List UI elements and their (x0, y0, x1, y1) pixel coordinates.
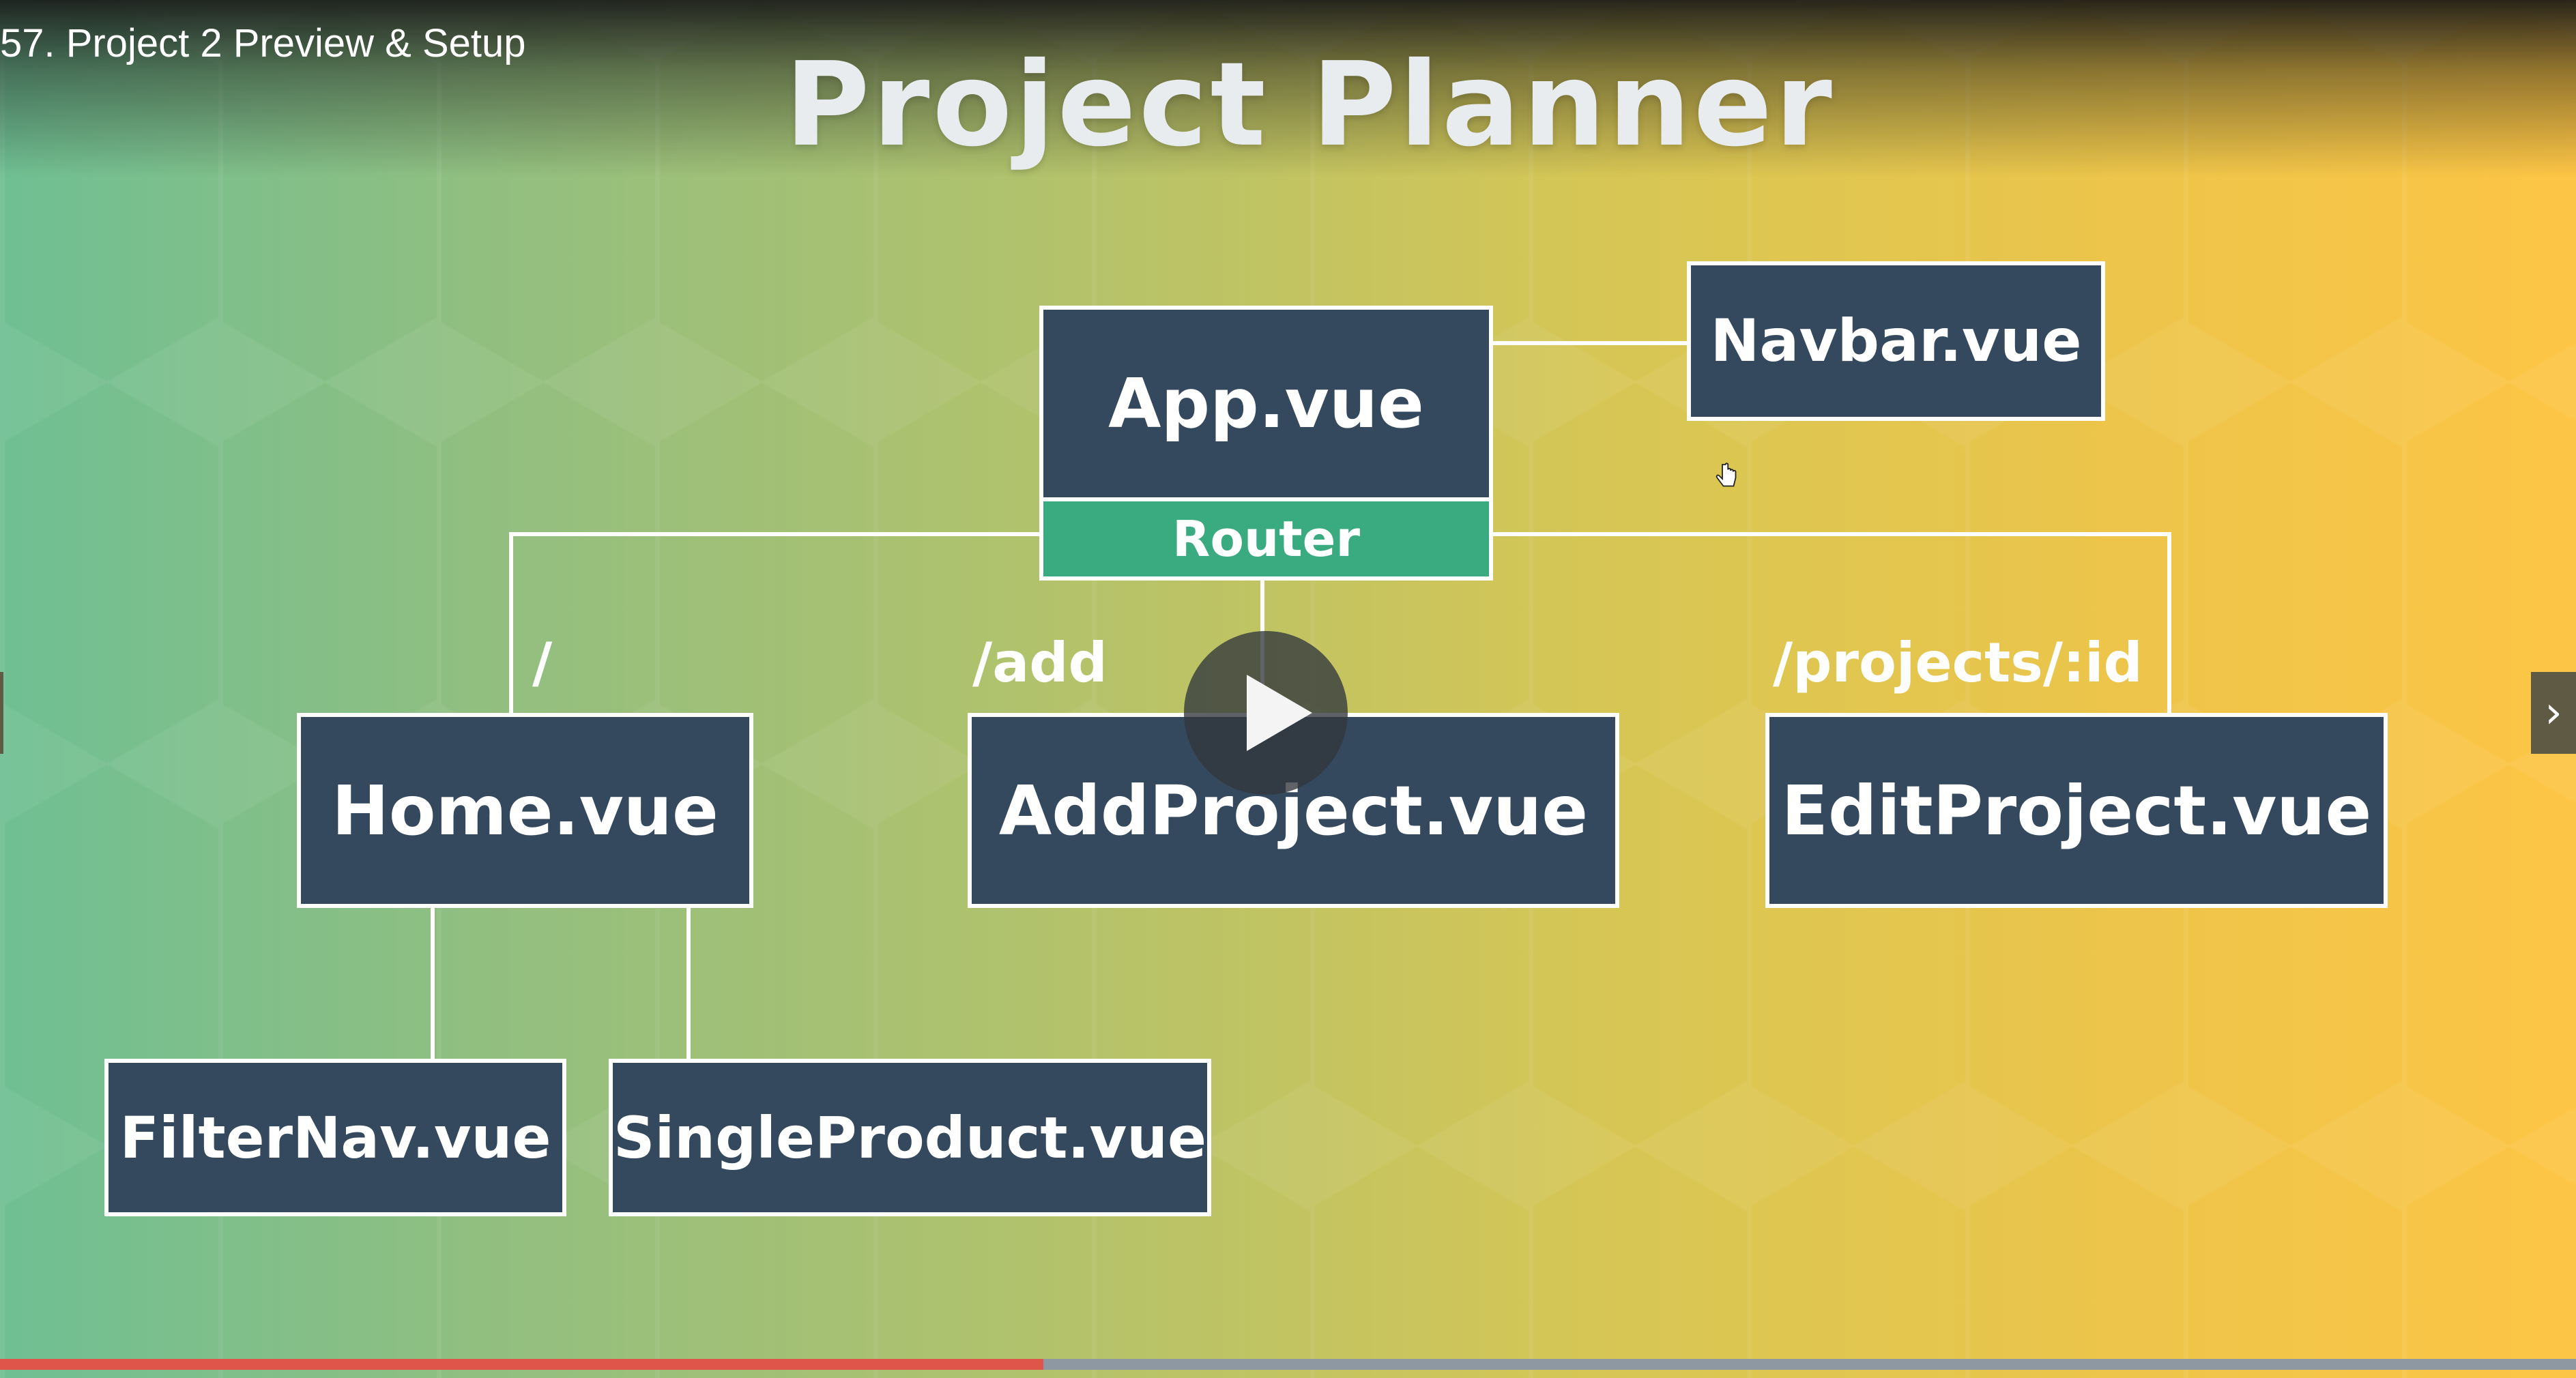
next-lecture-button[interactable]: › (2531, 672, 2576, 754)
route-label-home: / (532, 631, 553, 694)
top-overlay (0, 0, 2576, 177)
singleproduct-vue-box: SingleProduct.vue (609, 1059, 1211, 1216)
chevron-right-icon: › (2545, 688, 2562, 738)
connector-app-navbar (1491, 341, 1689, 345)
addproject-vue-box: AddProject.vue (968, 713, 1619, 908)
home-vue-label: Home.vue (332, 770, 719, 851)
app-vue-box: App.vue (1039, 306, 1493, 501)
home-vue-box: Home.vue (297, 713, 753, 908)
app-vue-label: App.vue (1108, 364, 1424, 443)
video-progress-played (0, 1359, 1043, 1370)
router-box: Router (1039, 497, 1493, 581)
editproject-vue-box: EditProject.vue (1765, 713, 2388, 908)
filternav-vue-label: FilterNav.vue (119, 1104, 551, 1171)
connector-to-home (509, 532, 513, 716)
lecture-title: 57. Project 2 Preview & Setup (0, 21, 526, 65)
play-icon (1247, 675, 1312, 751)
singleproduct-vue-label: SingleProduct.vue (613, 1104, 1206, 1171)
previous-lecture-tab[interactable] (0, 672, 3, 754)
route-label-edit: /projects/:id (1773, 631, 2143, 694)
editproject-vue-label: EditProject.vue (1781, 770, 2372, 851)
route-label-add: /add (972, 631, 1108, 694)
connector-to-edit (2167, 532, 2171, 716)
hand-cursor-icon (1716, 463, 1737, 487)
connector-home-filternav (431, 904, 435, 1064)
navbar-vue-label: Navbar.vue (1710, 307, 2082, 375)
navbar-vue-box: Navbar.vue (1687, 261, 2105, 421)
router-label: Router (1172, 510, 1360, 568)
connector-router-right (1491, 532, 2171, 536)
filternav-vue-box: FilterNav.vue (104, 1059, 566, 1216)
connector-home-singleproduct (686, 904, 691, 1064)
video-progress-bar[interactable] (0, 1359, 2576, 1370)
slide-title: Project Planner (785, 38, 1835, 173)
connector-router-left (509, 532, 1041, 536)
play-button[interactable] (1184, 631, 1348, 795)
